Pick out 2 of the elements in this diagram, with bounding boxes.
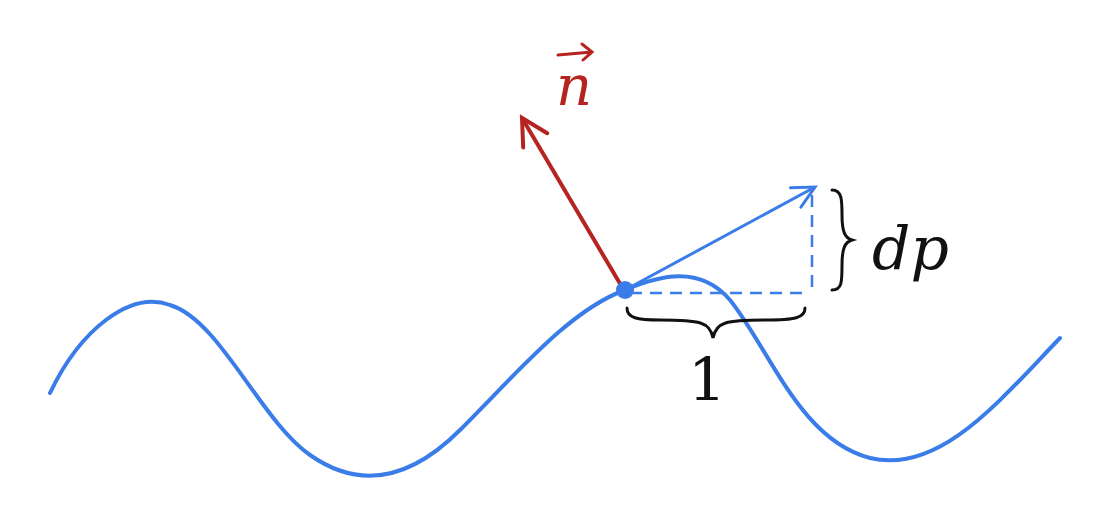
dimension-label: 1 — [688, 350, 727, 410]
vector-label: n — [556, 58, 593, 114]
